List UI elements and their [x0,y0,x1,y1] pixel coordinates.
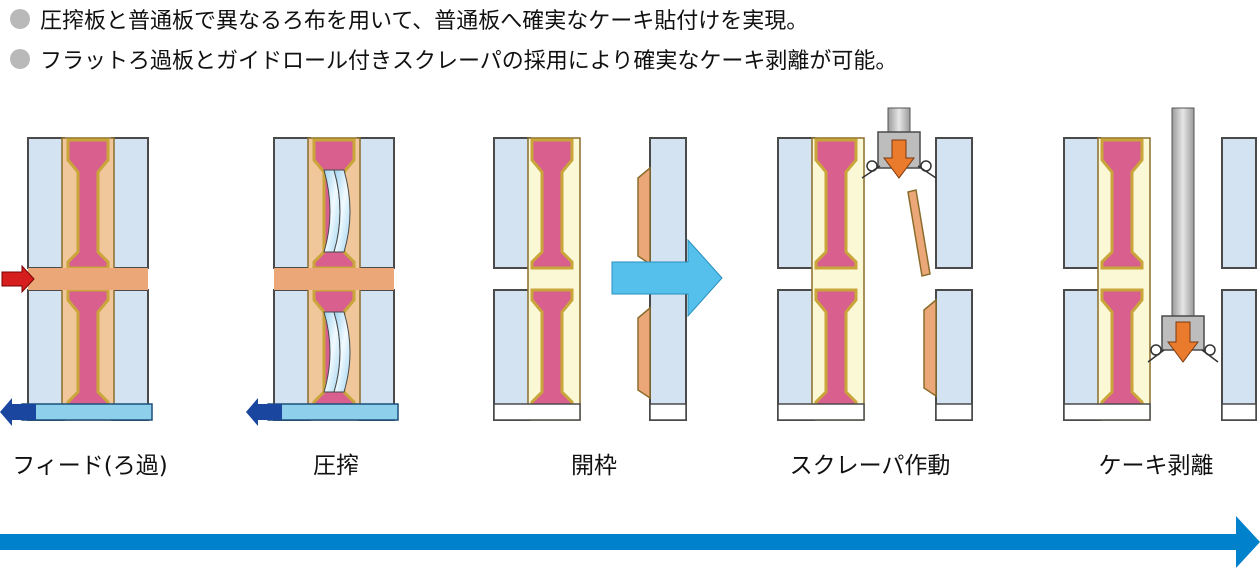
bullet-1-text: 圧搾板と普通板で異なるろ布を用いて、普通板へ確実なケーキ貼付けを実現。 [40,9,809,34]
discharge-arrow-icon [246,398,282,426]
feed-in-arrow-icon [1,264,35,294]
bullet-2: フラットろ過板とガイドロール付きスクレーパの採用により確実なケーキ剥離が可能。 [10,43,897,75]
discharge-arrow-icon [0,398,36,426]
stage-scraper [777,107,973,421]
step-label-discharge: ケーキ剥離 [1098,453,1214,479]
step-label-scraper: スクレーパ作動 [789,453,951,479]
bullet-dot-icon [10,9,30,29]
step-label-open: 開枠 [571,453,617,479]
step-label-feed: フィード(ろ過) [12,453,168,479]
bullet-1: 圧搾板と普通板で異なるろ布を用いて、普通板へ確実なケーキ貼付けを実現。 [10,3,808,35]
process-flow-arrow-icon [0,516,1260,568]
scraper-down-arrow-icon [1167,321,1199,363]
open-arrow-icon [611,238,723,318]
bullet-2-text: フラットろ過板とガイドロール付きスクレーパの採用により確実なケーキ剥離が可能。 [40,49,898,74]
stage-discharge [1063,107,1257,421]
stage-squeeze [246,137,399,426]
step-label-squeeze: 圧搾 [313,453,359,479]
bullet-dot-icon [10,49,30,69]
stage-feed [0,137,153,426]
stage-open [493,137,723,421]
scraper-down-arrow-icon [883,139,915,179]
